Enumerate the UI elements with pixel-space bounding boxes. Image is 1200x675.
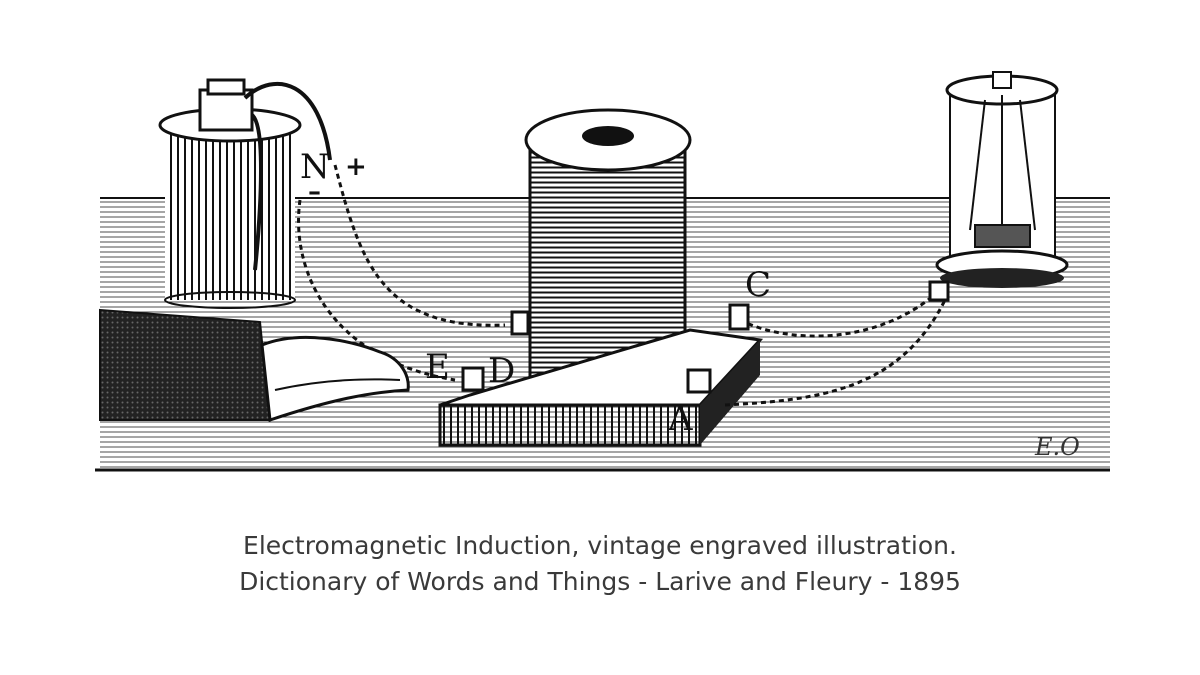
label-e: E: [425, 347, 450, 387]
hand-with-sleeve: [99, 308, 410, 423]
terminals: [461, 280, 950, 394]
caption-line-1: Electromagnetic Induction, vintage engra…: [243, 531, 957, 560]
label-n: N: [300, 147, 330, 187]
galvanometer: [935, 71, 1069, 288]
label-d: D: [488, 351, 515, 391]
engraver-signature: E.O: [1034, 433, 1080, 461]
engraving-illustration: N + – C D E A E.O: [95, 71, 1110, 472]
connecting-wires: [297, 164, 947, 407]
label-plus: +: [345, 152, 367, 182]
caption: Electromagnetic Induction, vintage engra…: [0, 528, 1200, 600]
label-c: C: [745, 265, 771, 305]
coil-base-board: [438, 328, 764, 447]
label-a: A: [667, 399, 693, 439]
diagram-labels: N + – C D E A E.O: [300, 147, 1080, 461]
caption-line-2: Dictionary of Words and Things - Larive …: [239, 567, 961, 596]
label-minus: –: [308, 177, 321, 207]
battery-jar: [158, 78, 332, 309]
